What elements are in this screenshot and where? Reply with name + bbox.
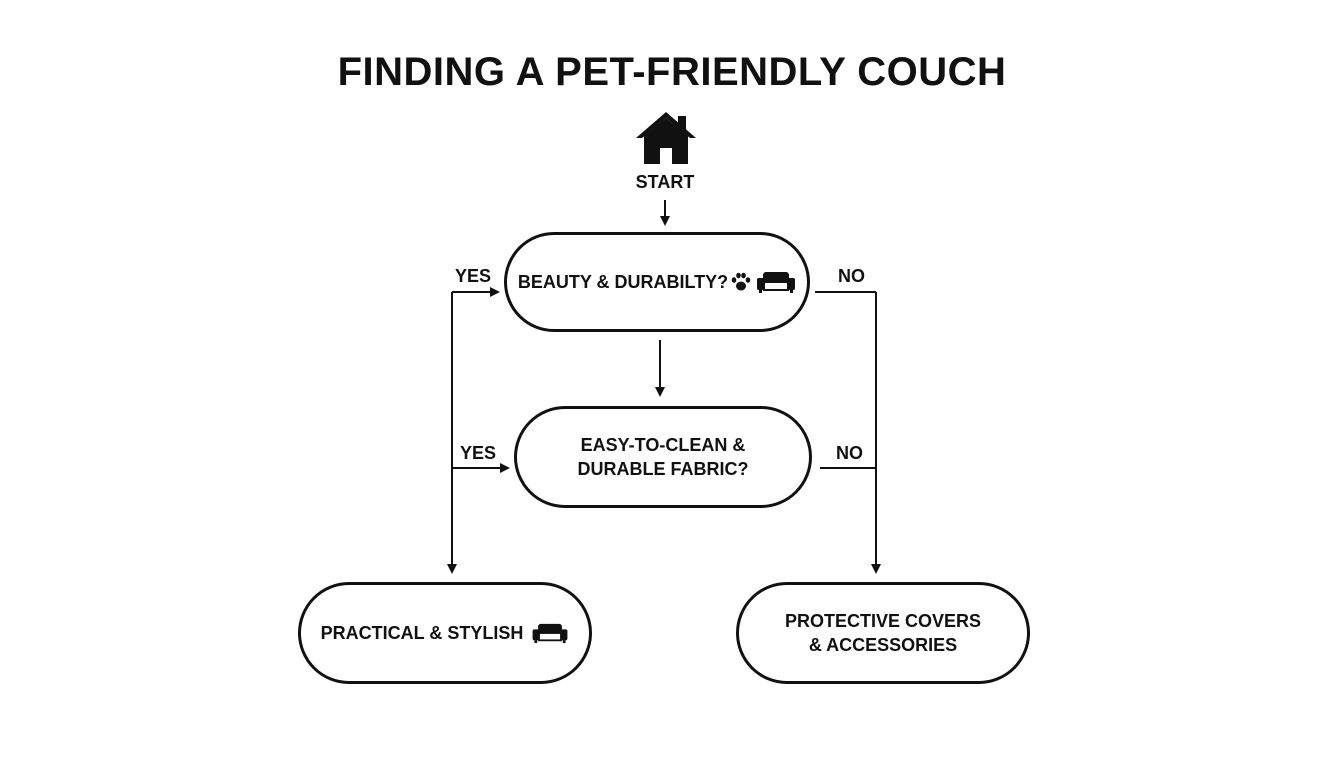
result-practical-stylish: PRACTICAL & STYLISH — [298, 582, 592, 684]
page-title: FINDING A PET-FRIENDLY COUCH — [337, 50, 1007, 94]
start-label: START — [635, 172, 695, 192]
edge-label-no-2: NO — [836, 443, 863, 463]
decision-beauty-durability-label: BEAUTY & DURABILTY? — [517, 271, 729, 292]
edge-label-yes-1: YES — [455, 266, 492, 286]
house-icon — [636, 112, 696, 164]
result-protective-covers: PROTECTIVE COVERS & ACCESSORIES — [736, 582, 1030, 684]
result-protective-line2: & ACCESSORIES — [808, 635, 958, 655]
result-practical-stylish-label: PRACTICAL & STYLISH — [320, 622, 524, 643]
edge-label-no-1: NO — [838, 266, 865, 286]
decision-easy-clean-line1: EASY-TO-CLEAN & — [580, 434, 746, 455]
paw-icon — [731, 272, 751, 291]
decision-beauty-durability: BEAUTY & DURABILTY? — [504, 232, 810, 332]
couch-icon — [757, 272, 796, 293]
decision-easy-clean-fabric: EASY-TO-CLEAN & DURABLE FABRIC? — [514, 406, 812, 508]
edge-label-yes-2: YES — [460, 443, 497, 463]
result-protective-line1: PROTECTIVE COVERS — [784, 610, 982, 631]
decision-easy-clean-line2: DURABLE FABRIC? — [577, 459, 749, 479]
couch-icon — [532, 623, 568, 644]
